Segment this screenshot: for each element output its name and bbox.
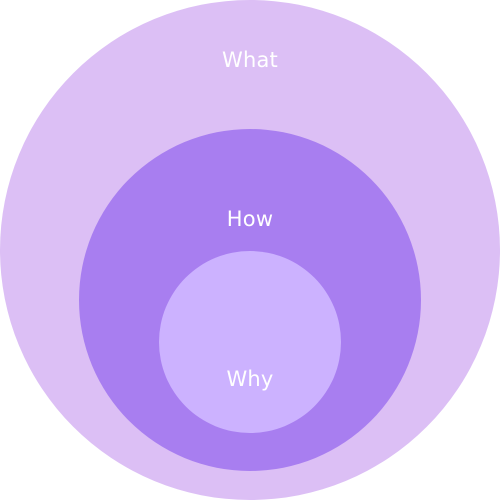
label-what: What xyxy=(222,48,278,72)
label-why: Why xyxy=(226,367,274,391)
label-how: How xyxy=(226,207,274,231)
inner-circle-why xyxy=(159,251,341,433)
